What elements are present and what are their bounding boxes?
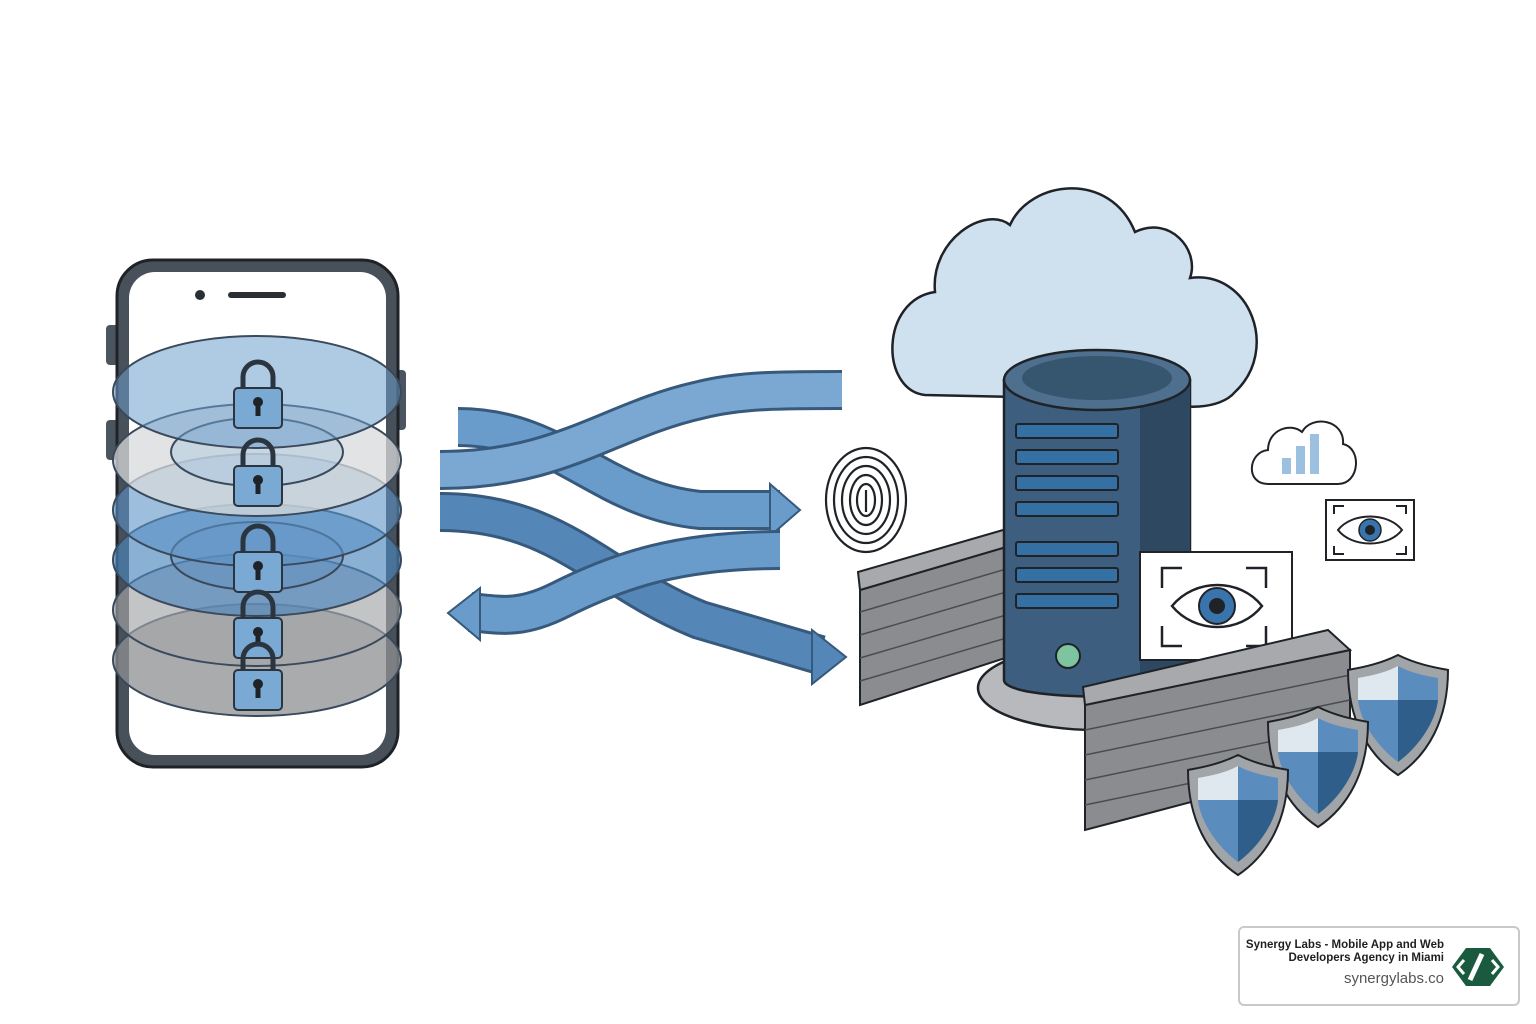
badge-title: Synergy Labs - Mobile App and Web Develo… bbox=[1245, 939, 1444, 964]
eye-icon bbox=[1325, 499, 1415, 561]
padlock-icon bbox=[233, 359, 283, 429]
shield-icon bbox=[1186, 753, 1290, 877]
cloud-chart-icon bbox=[1250, 420, 1357, 485]
shield-icon bbox=[1266, 705, 1370, 829]
fingerprint-icon bbox=[824, 446, 908, 554]
badge-url[interactable]: synergylabs.co bbox=[1343, 970, 1444, 987]
cloud-icon bbox=[891, 187, 1258, 408]
attribution-badge[interactable]: Synergy Labs - Mobile App and Web Develo… bbox=[1238, 926, 1520, 1006]
padlock-icon bbox=[233, 641, 283, 711]
shield-icon bbox=[1346, 653, 1450, 777]
encryption-layers bbox=[112, 335, 402, 717]
synergy-labs-logo-icon bbox=[1452, 948, 1504, 986]
padlock-icon bbox=[233, 523, 283, 593]
padlock-icon bbox=[233, 437, 283, 507]
firewall-icon bbox=[856, 526, 1033, 707]
eye-icon bbox=[1139, 551, 1293, 661]
data-stream-arrows bbox=[439, 370, 848, 687]
